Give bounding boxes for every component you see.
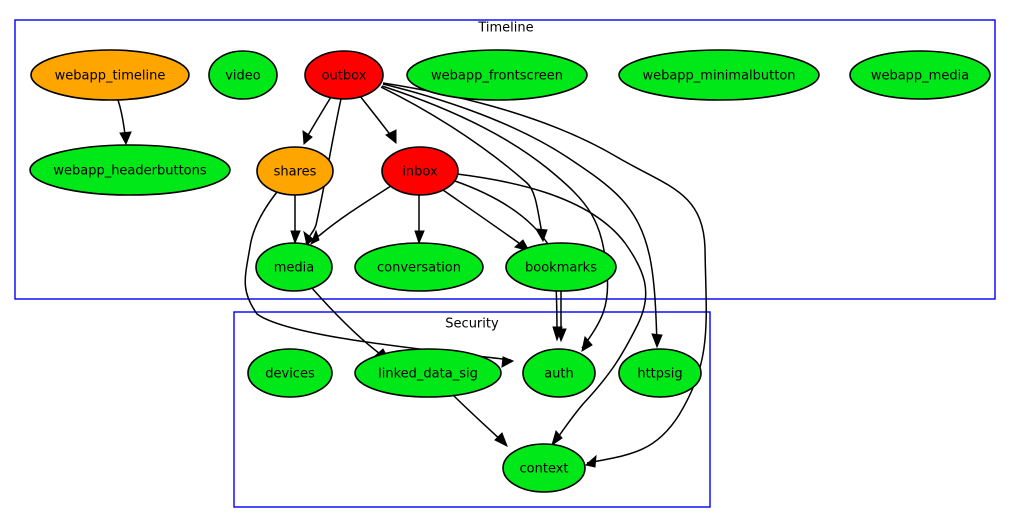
- node-shape-media[interactable]: [255, 242, 333, 292]
- node-media[interactable]: media: [255, 242, 333, 292]
- node-webapp_frontscreen[interactable]: webapp_frontscreen: [406, 49, 588, 101]
- node-shape-webapp_media[interactable]: [849, 50, 991, 100]
- edge-shares-to-auth: [244, 191, 515, 368]
- edge-line: [380, 86, 544, 239]
- node-outbox[interactable]: outbox: [304, 50, 384, 100]
- node-shape-webapp_timeline[interactable]: [30, 49, 190, 101]
- edge-outbox-to-context: [382, 82, 707, 468]
- edge-linked_data_sig-to-context: [451, 393, 508, 448]
- edge-line: [442, 189, 529, 251]
- edge-line: [311, 183, 395, 243]
- node-shape-bookmarks[interactable]: [505, 242, 617, 292]
- node-shape-webapp_headerbuttons[interactable]: [29, 144, 231, 196]
- edge-media-to-linked_data_sig: [310, 286, 391, 361]
- node-shape-outbox[interactable]: [304, 50, 384, 100]
- edge-line: [456, 173, 647, 444]
- node-webapp_minimalbutton[interactable]: webapp_minimalbutton: [618, 49, 820, 101]
- edge-line: [382, 83, 658, 345]
- node-shape-auth[interactable]: [522, 348, 596, 398]
- edge-line: [382, 82, 707, 464]
- edge-line: [244, 191, 512, 361]
- arrowhead-icon: [551, 429, 563, 447]
- node-shape-webapp_frontscreen[interactable]: [406, 49, 588, 101]
- edge-line: [451, 393, 506, 445]
- edge-outbox-to-shares: [302, 96, 332, 146]
- arrowhead-icon: [501, 356, 515, 368]
- arrowhead-icon: [581, 335, 593, 353]
- node-context[interactable]: context: [502, 443, 586, 493]
- edge-layer: [117, 82, 707, 468]
- edge-webapp_timeline-to-webapp_headerbuttons: [117, 99, 132, 146]
- node-shares[interactable]: shares: [256, 146, 334, 196]
- edge-outbox-to-auth: [381, 85, 609, 353]
- node-shape-inbox[interactable]: [381, 146, 459, 196]
- cluster-label-security: Security: [445, 317, 499, 332]
- node-shape-video[interactable]: [208, 50, 278, 100]
- arrowhead-icon: [556, 328, 567, 343]
- cluster-border-security: [233, 311, 711, 508]
- arrowhead-icon: [414, 230, 425, 245]
- cluster-label-timeline: Timeline: [477, 21, 533, 36]
- arrowhead-icon: [584, 454, 597, 468]
- arrowhead-icon: [494, 432, 508, 448]
- node-inbox[interactable]: inbox: [381, 146, 459, 196]
- node-bookmarks[interactable]: bookmarks: [505, 242, 617, 292]
- arrowhead-icon: [385, 129, 397, 145]
- edge-outbox-to-inbox: [359, 95, 397, 145]
- edge-line: [305, 98, 342, 244]
- edge-outbox-to-media: [303, 98, 342, 246]
- arrowhead-icon: [310, 229, 320, 246]
- node-shape-linked_data_sig[interactable]: [354, 348, 502, 398]
- edge-outbox-to-httpsig: [382, 83, 663, 349]
- node-shape-webapp_minimalbutton[interactable]: [618, 49, 820, 101]
- cluster-security: Security: [233, 311, 711, 508]
- arrowhead-icon: [651, 333, 663, 349]
- node-webapp_media[interactable]: webapp_media: [849, 50, 991, 100]
- cluster-border-timeline: [14, 19, 996, 300]
- node-webapp_timeline[interactable]: webapp_timeline: [30, 49, 190, 101]
- edge-shares-to-media: [290, 195, 301, 245]
- node-shape-httpsig[interactable]: [618, 348, 702, 398]
- node-conversation[interactable]: conversation: [354, 242, 484, 292]
- edge-inbox-to-conversation: [414, 195, 425, 245]
- arrowhead-icon: [290, 230, 301, 245]
- node-devices[interactable]: devices: [247, 348, 333, 398]
- node-httpsig[interactable]: httpsig: [618, 348, 702, 398]
- arrowhead-icon: [303, 230, 314, 246]
- node-auth[interactable]: auth: [522, 348, 596, 398]
- edge-line: [310, 286, 388, 360]
- edge-inbox-to-bookmarks: [442, 189, 531, 252]
- arrowhead-icon: [119, 131, 132, 146]
- arrowhead-icon: [302, 130, 313, 146]
- edge-inbox-to-context: [456, 173, 647, 447]
- node-webapp_headerbuttons[interactable]: webapp_headerbuttons: [29, 144, 231, 196]
- edge-inbox-to-media: [310, 183, 395, 246]
- cluster-timeline: Timeline: [14, 19, 996, 300]
- node-linked_data_sig[interactable]: linked_data_sig: [354, 348, 502, 398]
- edge-bookmarks-to-auth: [556, 291, 567, 343]
- edge-line: [381, 85, 609, 349]
- node-shape-context[interactable]: [502, 443, 586, 493]
- node-shape-shares[interactable]: [256, 146, 334, 196]
- node-video[interactable]: video: [208, 50, 278, 100]
- node-shape-conversation[interactable]: [354, 242, 484, 292]
- node-shape-devices[interactable]: [247, 348, 333, 398]
- node-layer: webapp_timeline video outbox webapp_frontsc…: [29, 49, 991, 493]
